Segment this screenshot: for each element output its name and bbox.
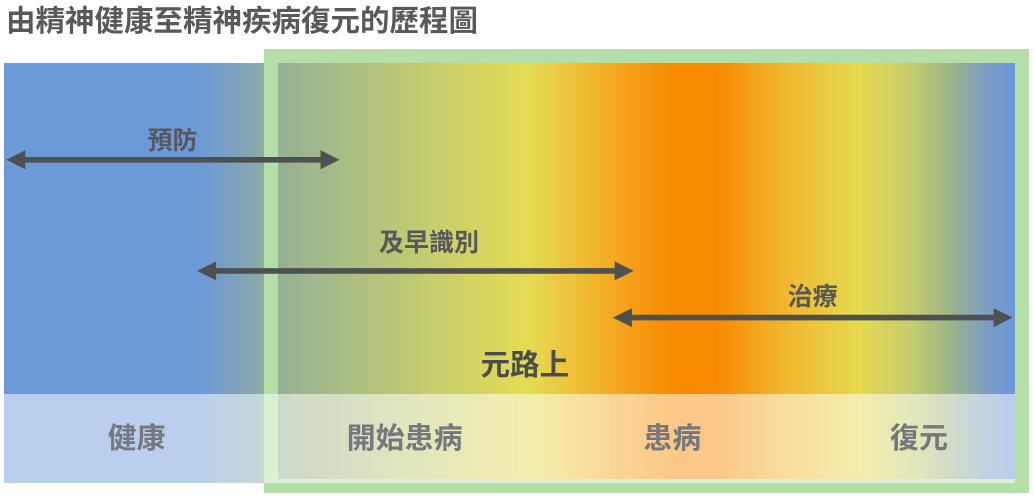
stage-label-illness: 患病 [643, 414, 702, 457]
stage-label-onset: 開始患病 [346, 414, 463, 457]
diagram-title: 由精神健康至精神疾病復元的歷程圖 [6, 0, 479, 40]
recovery-road-text: 元路上 [480, 341, 570, 384]
treatment-arrow [612, 308, 1013, 328]
treatment-label: 治療 [787, 277, 838, 313]
early-identification-label: 及早識別 [378, 223, 480, 259]
early-identification-arrow [197, 261, 634, 281]
stage-label-recovery: 復元 [889, 414, 949, 457]
stage-label-band [4, 394, 1015, 484]
prevention-label: 預防 [147, 120, 198, 157]
prevention-arrow [6, 150, 340, 170]
stage-label-health: 健康 [107, 414, 166, 457]
